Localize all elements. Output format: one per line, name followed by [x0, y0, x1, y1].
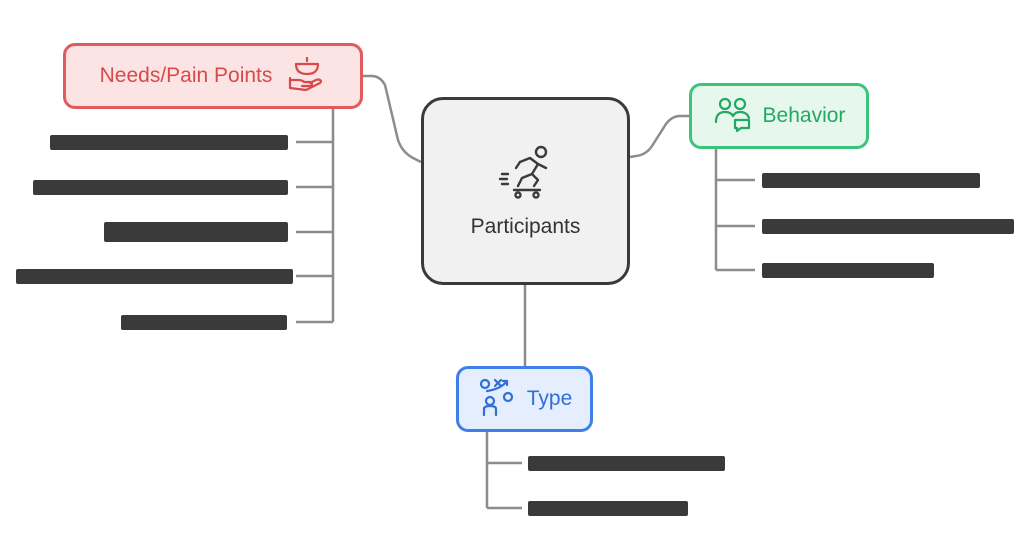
- needs-leaf-3-redacted: [104, 222, 288, 242]
- needs-leaf-2-redacted: [33, 180, 288, 195]
- behavior-node: Behavior: [689, 83, 869, 149]
- type-leaf-1-redacted: [528, 456, 725, 471]
- needs-leaf-4-redacted: [16, 269, 293, 284]
- central-label: Participants: [470, 214, 581, 238]
- needs-pain-points-label: Needs/Pain Points: [99, 64, 273, 87]
- behavior-leaf-1-redacted: [762, 173, 980, 188]
- needs-leaf-1-redacted: [50, 135, 288, 150]
- needs-leaf-5-redacted: [121, 315, 287, 330]
- connector-behavior: [629, 114, 689, 159]
- users-chat-icon: [713, 94, 753, 139]
- behavior-label: Behavior: [762, 104, 846, 127]
- behavior-leaf-3-redacted: [762, 263, 934, 278]
- skater-icon: [498, 144, 554, 205]
- type-node: Type: [456, 366, 593, 432]
- needs-pain-points-node: Needs/Pain Points: [63, 43, 363, 109]
- behavior-leaf-2-redacted: [762, 219, 1014, 234]
- type-leaf-2-redacted: [528, 501, 688, 516]
- central-node: Participants: [421, 97, 630, 285]
- type-label: Type: [526, 387, 573, 410]
- strategy-person-icon: [477, 377, 517, 422]
- hand-bowl-icon: [286, 54, 326, 99]
- connector-needs: [363, 74, 422, 164]
